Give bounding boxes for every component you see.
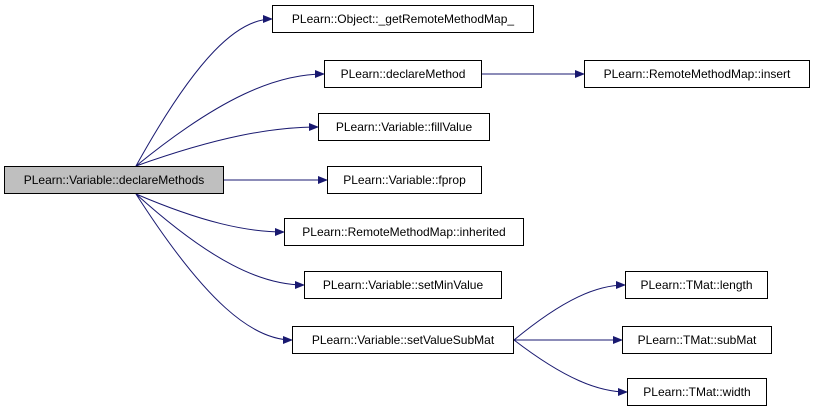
node-get-remote-method-map[interactable]: PLearn::Object::_getRemoteMethodMap_ — [272, 5, 534, 33]
edge-root-to-inherited — [135, 193, 285, 236]
node-tmat-width[interactable]: PLearn::TMat::width — [627, 378, 767, 406]
node-fill-value[interactable]: PLearn::Variable::fillValue — [318, 113, 490, 141]
node-tmat-sub-mat[interactable]: PLearn::TMat::subMat — [622, 326, 772, 354]
node-inherited[interactable]: PLearn::RemoteMethodMap::inherited — [284, 218, 524, 246]
node-declare-methods[interactable]: PLearn::Variable::declareMethods — [4, 166, 224, 194]
edge-root-to-fill_value — [135, 123, 319, 167]
node-set-min-value[interactable]: PLearn::Variable::setMinValue — [304, 271, 502, 299]
edge-set_value_sub_mat-to-tmat_width — [513, 339, 628, 396]
edge-root-to-declare_method — [135, 70, 325, 167]
node-remote-method-map-insert[interactable]: PLearn::RemoteMethodMap::insert — [584, 60, 810, 88]
edge-root-to-get_remote_method_map — [135, 15, 273, 167]
node-fprop[interactable]: PLearn::Variable::fprop — [327, 166, 482, 194]
edge-root-to-set_min_value — [135, 193, 305, 289]
node-set-value-sub-mat[interactable]: PLearn::Variable::setValueSubMat — [292, 326, 514, 354]
node-tmat-length[interactable]: PLearn::TMat::length — [625, 271, 768, 299]
node-declare-method[interactable]: PLearn::declareMethod — [324, 60, 482, 88]
edge-root-to-set_value_sub_mat — [135, 193, 293, 344]
edge-set_value_sub_mat-to-tmat_length — [513, 281, 626, 341]
